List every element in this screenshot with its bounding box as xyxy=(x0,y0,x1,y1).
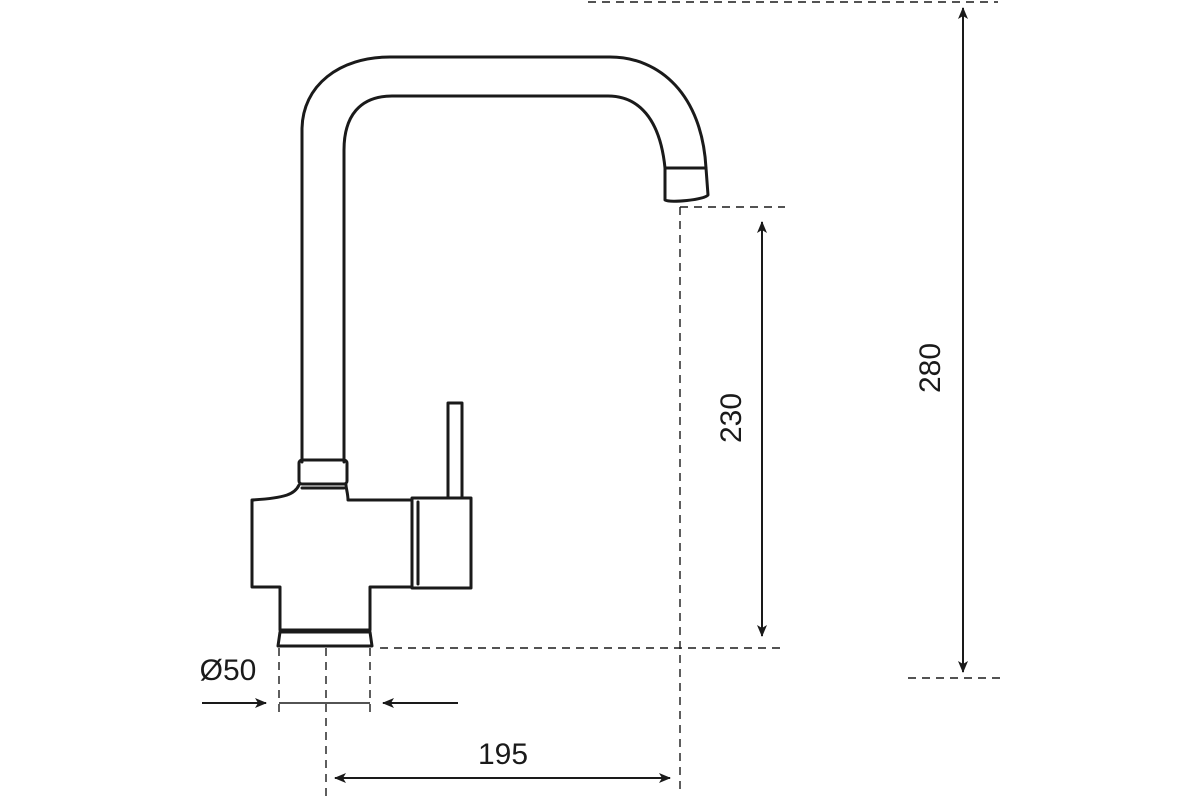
extension-lines xyxy=(278,1,1000,800)
lever xyxy=(446,401,464,500)
faucet-base xyxy=(276,630,374,648)
spout-collar xyxy=(297,458,349,486)
spout-inner xyxy=(342,94,667,464)
faucet-body xyxy=(250,483,414,632)
base-diameter-label: Ø50 xyxy=(200,654,257,687)
dimension-lines xyxy=(202,6,968,783)
overall-height-label: 280 xyxy=(914,343,947,393)
faucet-outline xyxy=(250,55,710,648)
spout-height-label: 230 xyxy=(715,393,748,443)
spout-outer xyxy=(300,55,708,464)
spout-aerator xyxy=(663,166,710,203)
reach-label: 195 xyxy=(478,738,528,771)
handle-block xyxy=(410,496,473,590)
